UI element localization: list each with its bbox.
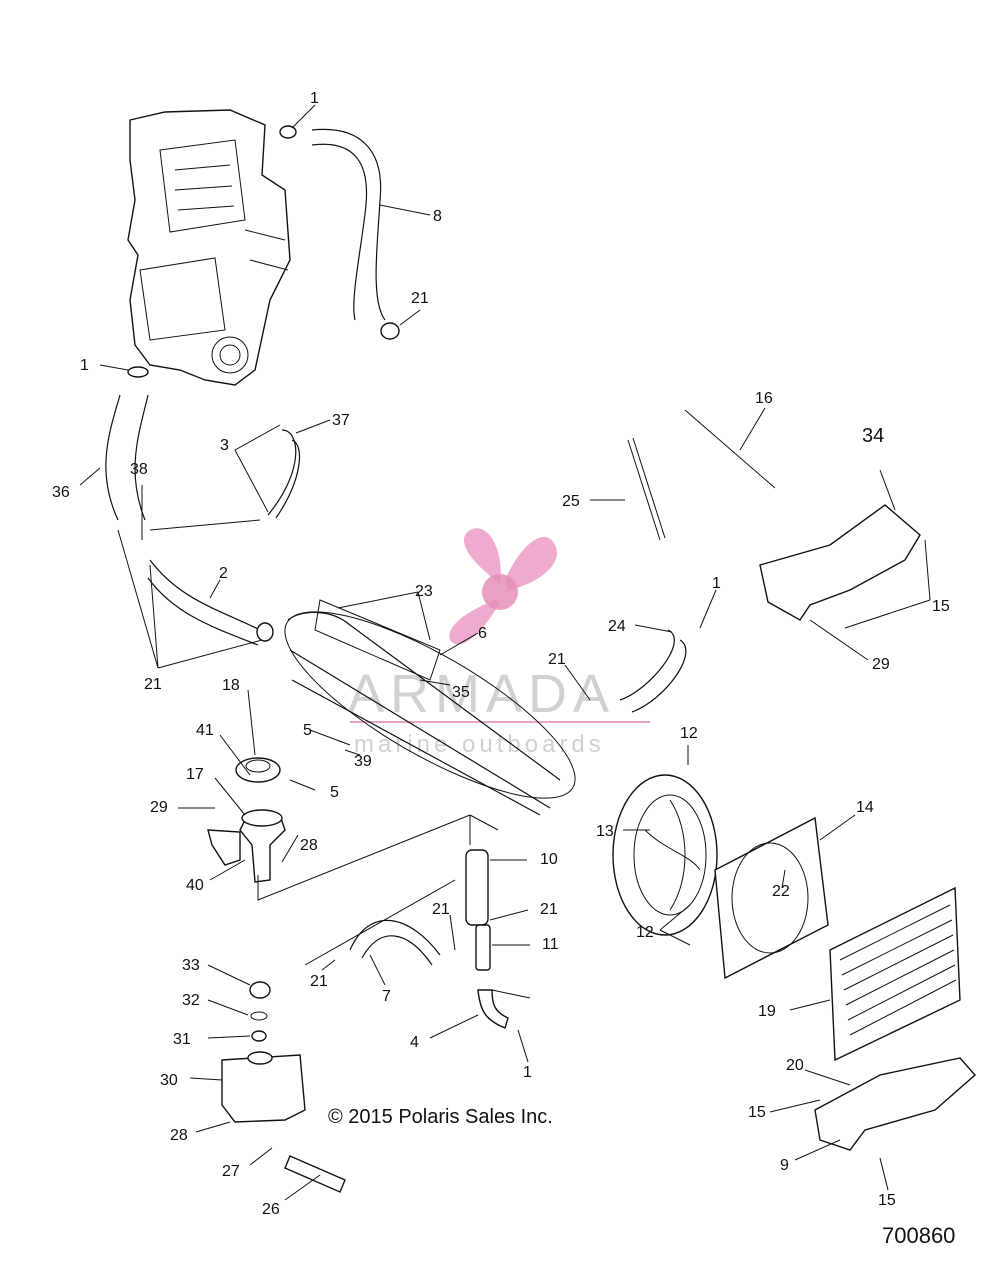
callout-label: 15 [748,1104,766,1121]
callout-label: 34 [862,425,884,447]
cap-33 [249,981,271,999]
callout-label: 4 [410,1034,419,1051]
callout-label: 20 [786,1057,804,1074]
radiator-19 [829,886,961,1062]
callout-label: 16 [755,390,773,407]
callout-label: 18 [222,677,240,694]
callout-label: 7 [382,988,391,1005]
callout-label: 3 [220,437,229,454]
callout-label: 15 [878,1192,896,1209]
callout-label: 38 [130,461,148,478]
callout-label: 13 [596,823,614,840]
hose-8 [311,128,386,321]
callout-label: 35 [452,684,470,701]
callout-label: 9 [780,1157,789,1174]
callout-label: 37 [332,412,350,429]
callout-label: 41 [196,722,214,739]
callout-label: 26 [262,1201,280,1218]
propeller-logo-icon [449,528,557,645]
callout-label: 29 [150,799,168,816]
callout-label: 27 [222,1163,240,1180]
callout-label: 39 [354,753,372,770]
callout-label: 15 [932,598,950,615]
bracket-9 [814,1057,976,1151]
clamp-1-top [279,125,297,139]
callout-label: 28 [300,837,318,854]
fan-13 [612,774,718,936]
hose-4 [477,989,509,1029]
drawing-number: 700860 [882,1223,955,1248]
clamp-21-top [380,322,400,340]
callout-labels: 1 8 21 1 36 38 3 37 2 21 18 41 17 29 28 … [52,90,950,1218]
callout-label: 12 [636,924,654,941]
tie-strap-25 [627,437,666,541]
callout-label: 6 [478,625,487,642]
hose-37 [267,429,301,519]
hose-7 [349,919,441,966]
clamp-1-left [127,366,149,378]
filler-neck-17 [239,809,286,883]
callout-label: 31 [173,1031,191,1048]
callout-label: 5 [303,722,312,739]
copyright-notice: © 2015 Polaris Sales Inc. [328,1106,553,1128]
bracket-34 [759,504,921,621]
adapter-31 [251,1030,267,1042]
callout-label: 23 [415,583,433,600]
coolant-bottle-30 [221,1051,306,1123]
callout-label: 2 [219,565,228,582]
callout-label: 21 [432,901,450,918]
callout-label: 14 [856,799,874,816]
callout-label: 36 [52,484,70,501]
callout-label: 33 [182,957,200,974]
clamp-21-hose-2 [256,622,274,642]
callout-label: 21 [144,676,162,693]
hose-2 [147,559,261,646]
engine-assembly [127,109,291,386]
seal-32 [250,1011,268,1021]
callout-label: 30 [160,1072,178,1089]
callout-label: 21 [548,651,566,668]
wire-16 [684,409,776,489]
callout-label: 19 [758,1003,776,1020]
callout-label: 10 [540,851,558,868]
bracket-29-left [207,829,241,866]
watermark-tagline: marine outboards [354,731,605,758]
callout-label: 21 [411,290,429,307]
callout-label: 24 [608,618,626,635]
hose-10 [465,849,489,926]
shroud-14 [714,816,829,980]
hose-24 [619,629,687,713]
callout-label: 21 [540,901,558,918]
watermark: ARMADA marine outboards [348,528,650,758]
callout-label: 1 [712,575,721,592]
callout-label: 1 [523,1064,532,1081]
callout-label: 21 [310,973,328,990]
radiator-tubes-6 [284,599,576,816]
callout-label: 32 [182,992,200,1009]
leader-lines [79,104,931,1201]
callout-label: 12 [680,725,698,742]
watermark-name: ARMADA [348,664,615,724]
callout-label: 1 [80,357,89,374]
callout-label: 22 [772,883,790,900]
callout-label: 5 [330,784,339,801]
hose-26 [284,1155,346,1193]
callout-label: 29 [872,656,890,673]
callout-label: 8 [433,208,442,225]
callout-label: 28 [170,1127,188,1144]
hose-36 [105,394,149,521]
fitting-11 [475,924,491,971]
callout-label: 17 [186,766,204,783]
radiator-cap-18 [235,757,281,783]
callout-label: 1 [310,90,319,107]
callout-label: 40 [186,877,204,894]
callout-label: 25 [562,493,580,510]
callout-label: 11 [542,936,559,953]
